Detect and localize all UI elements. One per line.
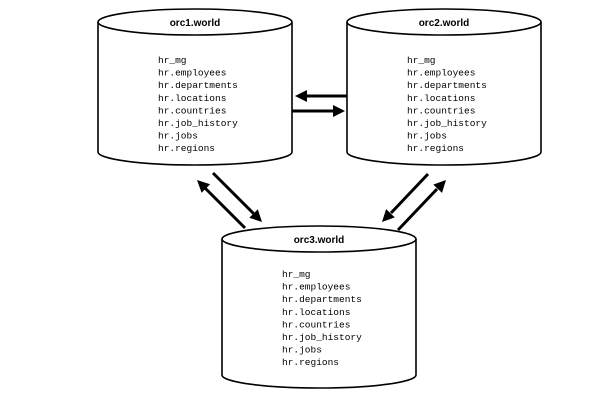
- database-title: orc3.world: [294, 235, 345, 246]
- arrow-orc2-to-orc3: [382, 172, 430, 222]
- database-title: orc2.world: [419, 18, 470, 29]
- schema-object: hr.regions: [282, 357, 339, 368]
- schema-object: hr.job_history: [158, 118, 238, 129]
- schema-object: hr.employees: [407, 68, 475, 79]
- schema-object: hr.job_history: [282, 332, 362, 343]
- schema-object: hr.regions: [158, 143, 215, 154]
- schema-object: hr.job_history: [407, 118, 487, 129]
- database-title: orc1.world: [170, 18, 221, 29]
- arrow-orc3-to-orc1: [197, 180, 247, 230]
- arrow-orc1-to-orc3: [211, 171, 262, 222]
- schema-object: hr.countries: [158, 105, 226, 116]
- database-cylinder-top: [97, 8, 293, 36]
- schema-object: hr.employees: [158, 68, 226, 79]
- schema-object: hr.regions: [407, 143, 464, 154]
- schema-object: hr.employees: [282, 282, 350, 293]
- arrow-orc2-to-orc1: [295, 90, 347, 102]
- database-orc2: orc2.world hr_mg hr.employeeshr.departmen…: [346, 8, 542, 166]
- database-orc1: orc1.world hr_mg hr.employeeshr.departmen…: [97, 8, 293, 166]
- schema-object: hr.departments: [407, 80, 487, 91]
- arrow-orc1-to-orc2: [292, 105, 345, 117]
- schema-object: hr.locations: [158, 93, 226, 104]
- database-cylinder-top: [221, 225, 417, 253]
- schema-object: hr.departments: [282, 294, 362, 305]
- database-orc3: orc3.world hr_mg hr.employeeshr.departmen…: [221, 225, 417, 389]
- arrow-orc3-to-orc2: [396, 180, 446, 232]
- schema-object: hr.locations: [407, 93, 475, 104]
- schema-object: hr_mg: [407, 55, 436, 66]
- schema-object: hr.jobs: [158, 131, 198, 142]
- database-cylinder: [346, 22, 542, 166]
- schema-object: hr.locations: [282, 307, 350, 318]
- database-cylinder: [97, 22, 293, 166]
- schema-object: hr.jobs: [407, 131, 447, 142]
- schema-object: hr.departments: [158, 80, 238, 91]
- database-cylinder-top: [346, 8, 542, 36]
- schema-object: hr.countries: [407, 105, 475, 116]
- database-cylinder: [221, 239, 417, 389]
- schema-object: hr_mg: [158, 55, 187, 66]
- schema-object: hr_mg: [282, 269, 311, 280]
- schema-object: hr.jobs: [282, 345, 322, 356]
- schema-object: hr.countries: [282, 319, 350, 330]
